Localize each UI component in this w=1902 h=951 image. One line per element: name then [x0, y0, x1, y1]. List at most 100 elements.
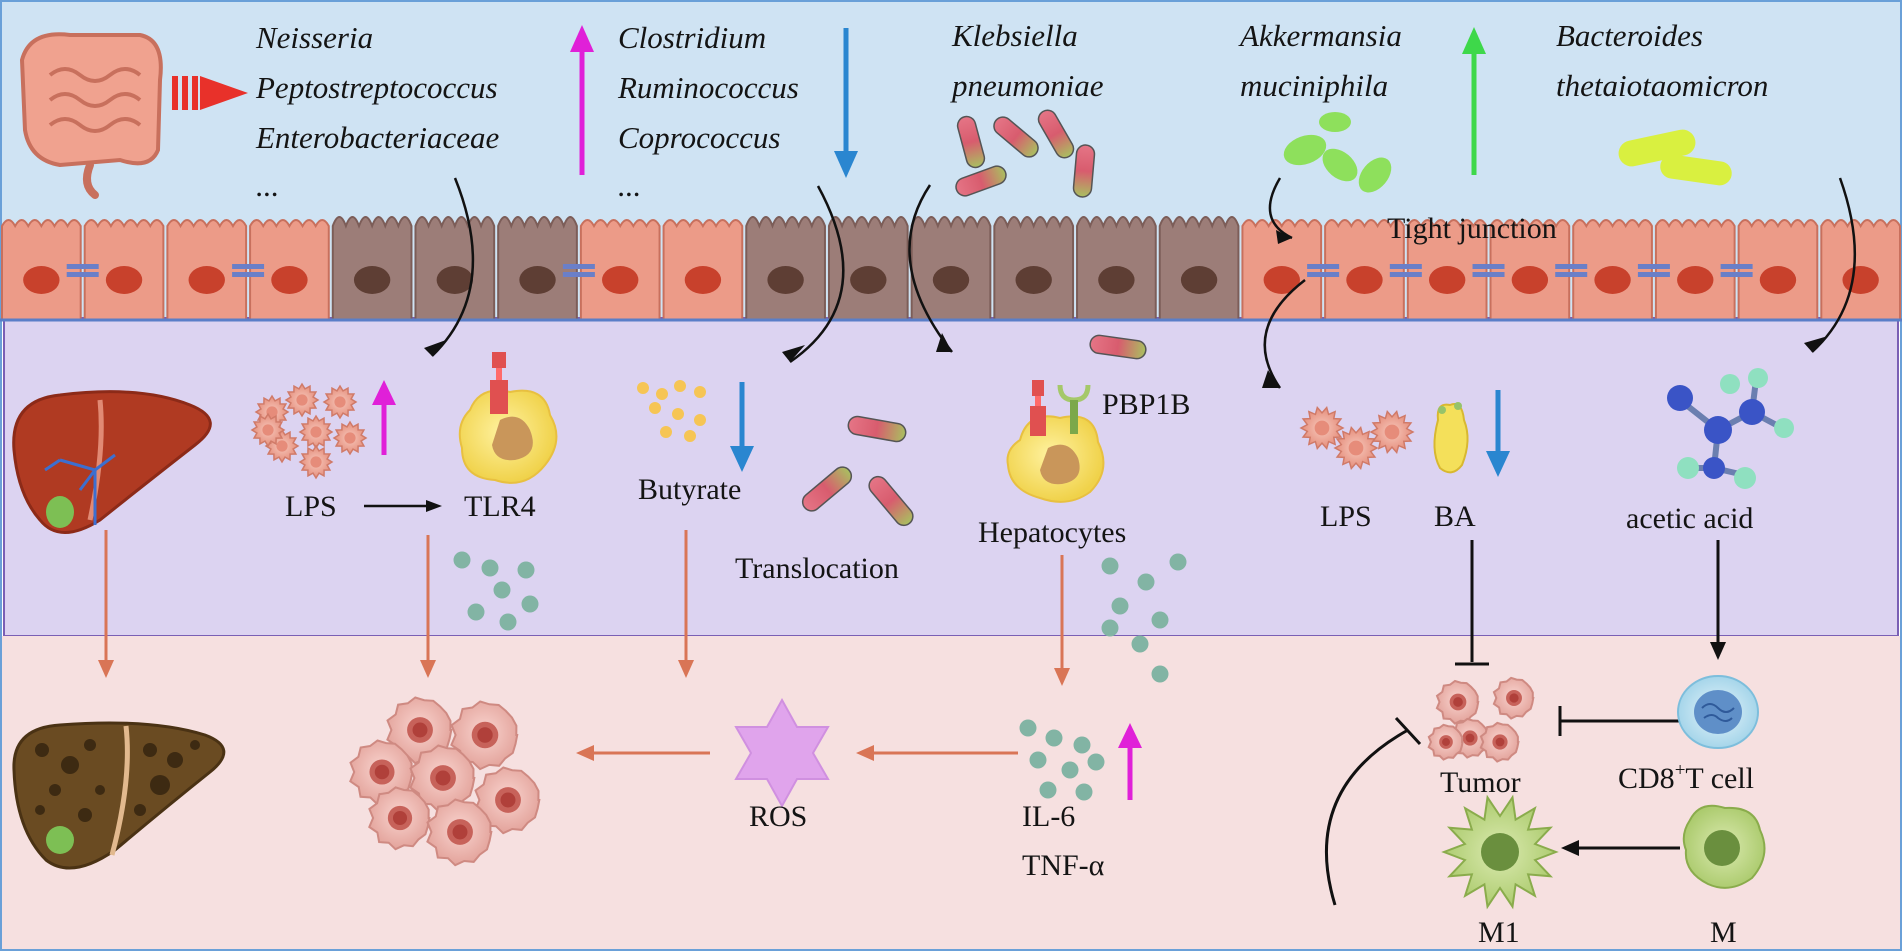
- bacteroides-rods-icon: [1618, 129, 1732, 186]
- translocated-bacteria-icon: [801, 334, 1147, 527]
- butyrate-molecule: [672, 408, 684, 420]
- cytokine-dot: [499, 613, 517, 631]
- cytokine-dot: [481, 559, 499, 577]
- cytokine-dot: [1045, 729, 1063, 747]
- flow-arrowheads: [98, 660, 1070, 761]
- butyrate-molecule: [684, 430, 696, 442]
- cell-nucleus: [23, 266, 60, 294]
- ba-label: BA: [1434, 500, 1476, 533]
- tight-junction-marker: [562, 272, 595, 277]
- lumen-arrowheads: [424, 230, 1828, 388]
- tumor-nucleolus: [1453, 697, 1463, 707]
- species-ruminococcus: Ruminococcus: [617, 70, 799, 105]
- cell-nucleus: [353, 266, 391, 294]
- klebsiella-rods-icon: [955, 109, 1096, 198]
- cell-nucleus: [1428, 266, 1466, 294]
- cell-nucleus: [519, 266, 556, 294]
- cell-nucleus: [1759, 266, 1797, 294]
- tumor-nucleolus: [412, 722, 428, 738]
- m1-label: M1: [1478, 916, 1520, 949]
- cell-nucleus: [1346, 266, 1383, 294]
- lumen-to-portal-arrows: [431, 177, 1856, 389]
- cytokine-dot: [1111, 597, 1129, 615]
- translocation-label: Translocation: [735, 552, 899, 585]
- hepatocyte-cell-icon: [1006, 380, 1105, 503]
- cytokine-dot: [1039, 781, 1057, 799]
- cytokine-dot: [1075, 783, 1093, 801]
- cell-nucleus: [1677, 266, 1714, 294]
- cytokine-dot: [1101, 557, 1119, 575]
- pbp1b-label: PBP1B: [1102, 388, 1190, 421]
- cell-nucleus: [1015, 266, 1052, 294]
- lps-core: [1348, 440, 1364, 456]
- cytokine-dot: [1061, 761, 1079, 779]
- cell-nucleus: [188, 266, 225, 294]
- tumor-label: Tumor: [1440, 766, 1521, 799]
- flow-arrows: [104, 530, 1064, 755]
- cytokine-dot: [1169, 553, 1187, 571]
- species-ellipsis-2: ...: [618, 168, 641, 203]
- il6-increase-arrow-icon: [1118, 723, 1142, 800]
- cell-nucleus: [1511, 266, 1549, 294]
- tight-junction-marker: [1389, 264, 1422, 269]
- tight-junction-marker: [1637, 272, 1670, 277]
- species-pneumoniae: pneumoniae: [950, 68, 1104, 103]
- tight-junction-marker: [562, 264, 595, 269]
- tight-junction-marker: [1555, 272, 1588, 277]
- lps-label: LPS: [285, 490, 337, 523]
- akkermansia-cells-icon: [1283, 112, 1392, 193]
- tight-junction-marker: [1720, 272, 1753, 277]
- lps-core: [1384, 424, 1400, 440]
- cytokine-dot: [1019, 719, 1037, 737]
- butyrate-molecule: [660, 426, 672, 438]
- cell-nucleus: [436, 266, 474, 294]
- tumor-nucleolus: [435, 770, 451, 786]
- species-ellipsis-1: ...: [256, 168, 279, 203]
- akkermansia-increase-arrow-icon: [1462, 27, 1486, 175]
- tight-junction-marker: [1720, 264, 1753, 269]
- tight-junction-marker: [66, 264, 99, 269]
- tight-junction-marker: [1472, 272, 1505, 277]
- decrease-arrow-icon: [834, 28, 858, 178]
- m-label: M: [1710, 916, 1737, 949]
- tumor-cell-cluster-icon: [349, 696, 541, 867]
- m1-macrophage-icon: [1441, 794, 1559, 910]
- butyrate-molecule: [637, 382, 649, 394]
- tumor-nucleolus: [1509, 693, 1519, 703]
- tight-junction-marker: [66, 272, 99, 277]
- lps-core: [296, 394, 308, 406]
- tumor-nucleolus: [500, 792, 516, 808]
- cytokine-dot: [1131, 635, 1149, 653]
- lps-cluster-icon: [250, 382, 368, 480]
- intestinal-epithelium: [0, 216, 1902, 322]
- cytokine-dot: [1087, 753, 1105, 771]
- cytokine-dot: [467, 603, 485, 621]
- tight-junction-marker: [1472, 264, 1505, 269]
- cell-nucleus: [271, 266, 308, 294]
- butyrate-molecule: [674, 380, 686, 392]
- species-enterobacteriaceae: Enterobacteriaceae: [255, 120, 500, 155]
- immune-arrowheads: [1561, 642, 1726, 856]
- lps-core: [344, 432, 356, 444]
- cytokine-dot: [453, 551, 471, 569]
- species-klebsiella: Klebsiella: [951, 18, 1078, 53]
- cytokine-dots-icon: [453, 551, 1187, 801]
- species-peptostreptococcus: Peptostreptococcus: [255, 70, 498, 105]
- butyrate-molecule: [694, 386, 706, 398]
- acetic-acid-label: acetic acid: [1626, 502, 1753, 535]
- lps-core: [1314, 420, 1330, 436]
- tumor-nucleolus: [1442, 738, 1450, 746]
- cell-nucleus: [1842, 266, 1879, 294]
- tight-junction-marker: [1307, 264, 1340, 269]
- tumor-nucleolus: [392, 810, 408, 826]
- lps-core: [276, 440, 288, 452]
- cytokine-dot: [1073, 736, 1091, 754]
- lps-to-tlr4-arrow: [364, 500, 442, 512]
- portal-band: [3, 317, 1899, 637]
- species-akkermansia: Akkermansia: [1238, 18, 1402, 53]
- immune-regulation-lines: [1324, 540, 1720, 906]
- il6-label: IL-6: [1022, 800, 1075, 833]
- ros-label: ROS: [749, 800, 807, 833]
- ba-decrease-arrow-icon: [1486, 390, 1510, 477]
- cytokine-dot: [493, 581, 511, 599]
